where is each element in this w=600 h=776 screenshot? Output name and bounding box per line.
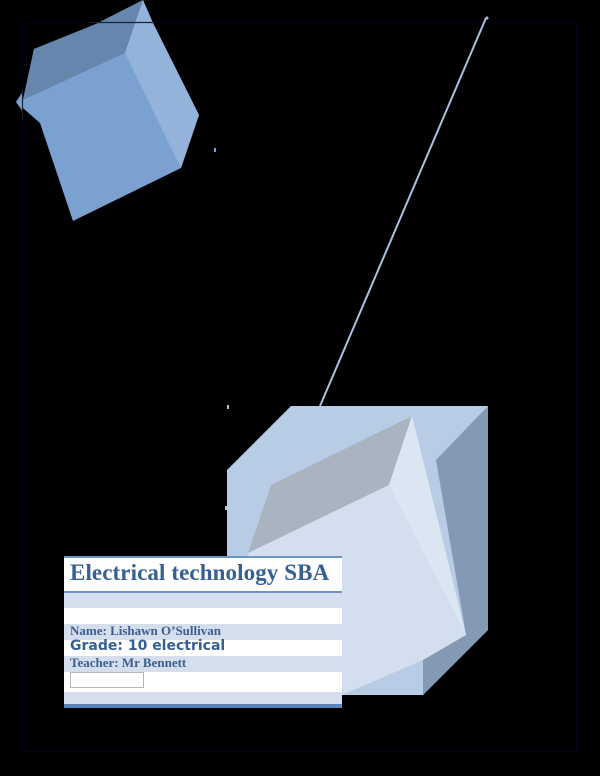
band — [64, 624, 342, 640]
student-grade: Grade: 10 electrical — [70, 638, 226, 654]
small-cube-icon — [16, 0, 199, 221]
student-name: Name: Lishawn O’Sullivan — [70, 623, 221, 638]
title-block: Electrical technology SBA Name: Lishawn … — [64, 556, 342, 708]
blank-text-field[interactable] — [70, 672, 144, 688]
top-rule — [64, 556, 342, 558]
band — [64, 608, 342, 624]
connector-line — [319, 17, 487, 407]
title-rule — [64, 591, 342, 593]
page-border-frame — [22, 22, 577, 752]
bottom-rule — [64, 704, 342, 708]
band — [64, 593, 342, 608]
band — [64, 640, 342, 656]
teacher-name: Teacher: Mr Bennett — [70, 655, 187, 670]
band — [64, 656, 342, 672]
band — [64, 692, 342, 704]
document-title: Electrical technology SBA — [70, 560, 330, 585]
